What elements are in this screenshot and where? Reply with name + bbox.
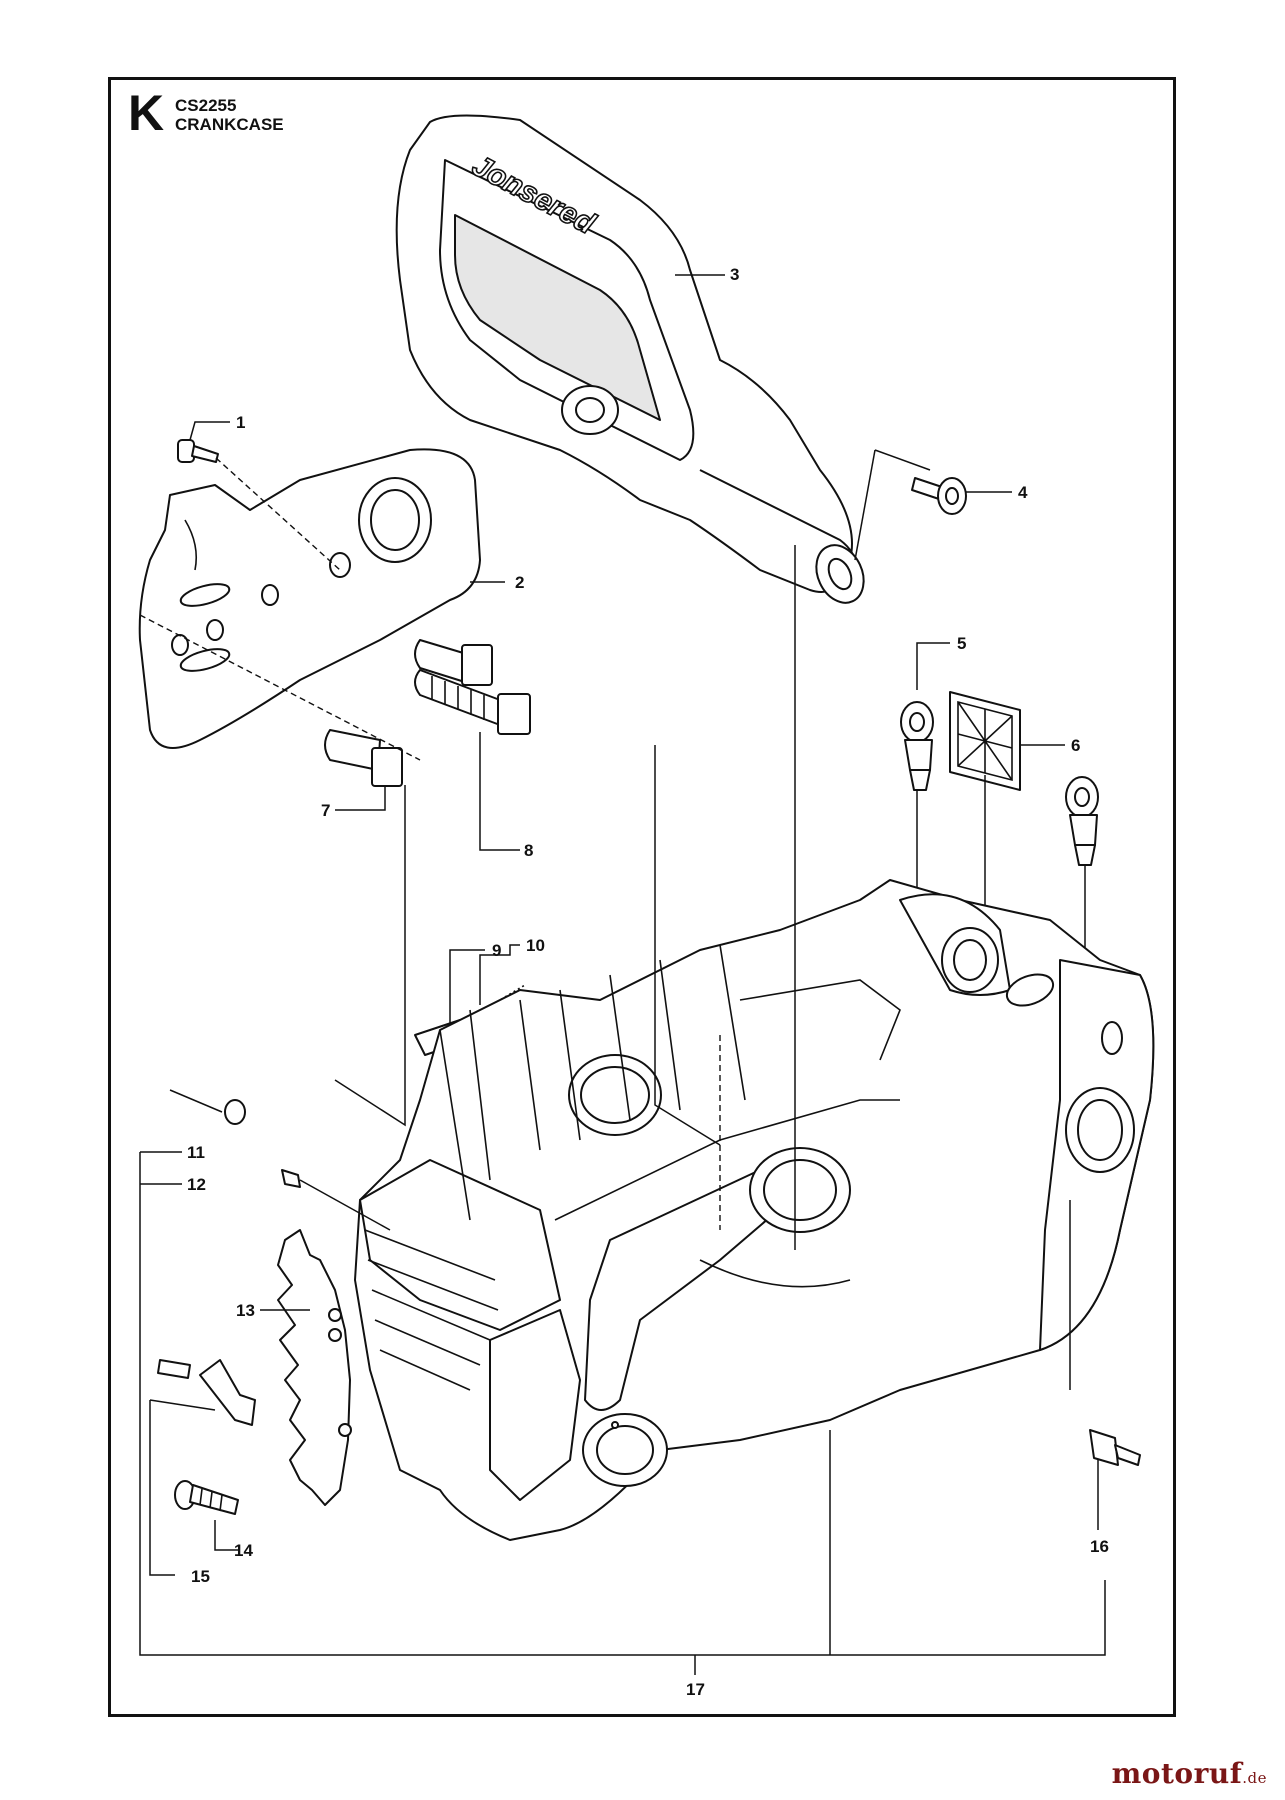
part-2-side-plate	[138, 448, 505, 749]
part-3-rear-handle: Jonsered	[395, 114, 865, 604]
callouts: 1 2 3 4 5 6 7 8 9 10 11 12 13 14 15 16 1…	[187, 265, 1109, 1699]
part-12-nipple	[281, 1169, 391, 1231]
part-17-crankcase	[354, 879, 1155, 1541]
callout-2: 2	[515, 573, 524, 592]
callout-3: 3	[730, 265, 739, 284]
callout-6: 6	[1071, 736, 1080, 755]
callout-1: 1	[236, 413, 245, 432]
part-14-screw	[174, 1480, 240, 1551]
part-4-shoulder-screw	[854, 449, 1012, 561]
callout-8: 8	[524, 841, 533, 860]
part-11-nut	[169, 1089, 246, 1125]
watermark-name: motoruf	[1111, 1757, 1243, 1790]
part-13-spike-bumper	[260, 1229, 352, 1506]
part-extra-pin	[414, 639, 493, 686]
part-8-bolt	[414, 669, 531, 851]
callout-15: 15	[191, 1567, 210, 1586]
part-10-spring	[474, 944, 526, 1016]
watermark: motoruf.de	[1112, 1757, 1267, 1790]
diagram-title: CRANKCASE	[175, 115, 284, 134]
callout-16: 16	[1090, 1537, 1109, 1556]
callout-9: 9	[492, 941, 501, 960]
watermark-tld: .de	[1242, 1769, 1267, 1787]
callout-7: 7	[321, 801, 330, 820]
part-5b-buffer	[1065, 776, 1099, 990]
part-16-nipple	[1069, 1200, 1141, 1530]
callout-10: 10	[526, 936, 545, 955]
diagram-frame	[108, 77, 1176, 1717]
part-7-pin	[324, 729, 403, 811]
leader-17-bracket	[139, 1152, 1106, 1656]
callout-4: 4	[1018, 483, 1028, 502]
leader-2-drop	[654, 745, 721, 1146]
callout-14: 14	[234, 1541, 253, 1560]
sheet-letter: K	[128, 85, 165, 141]
callout-12: 12	[187, 1175, 206, 1194]
callout-13: 13	[236, 1301, 255, 1320]
callout-5: 5	[957, 634, 966, 653]
callout-17: 17	[686, 1680, 705, 1699]
part-5-buffer	[900, 642, 950, 990]
model-number: CS2255	[175, 96, 237, 115]
part-1-screw	[177, 421, 341, 571]
callout-11: 11	[187, 1143, 205, 1162]
part-15-bracket	[149, 1359, 256, 1576]
